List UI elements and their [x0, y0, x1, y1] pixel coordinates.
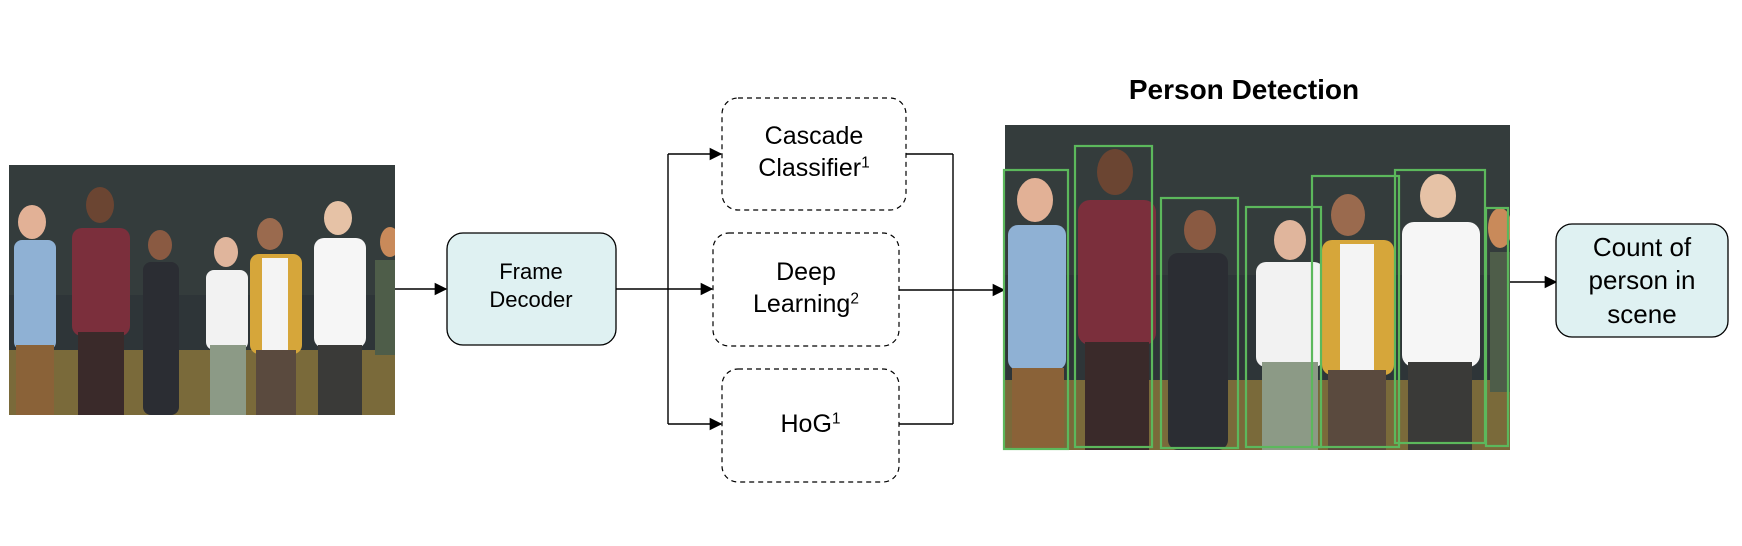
input-photo — [9, 165, 395, 415]
cascade-line2: Classifier — [758, 154, 862, 182]
deep-learning-line1: Deep — [776, 258, 836, 286]
hog-superscript: 1 — [831, 410, 841, 428]
detection-boxes — [1002, 144, 1510, 451]
people-group-left — [14, 187, 395, 415]
fork-connectors — [616, 147, 723, 431]
count-box — [1555, 223, 1729, 338]
deep-learning-superscript: 2 — [850, 290, 859, 308]
diagram-title: Person Detection — [1128, 74, 1360, 105]
detection-box — [1159, 196, 1240, 450]
deep-learning-label: Deep Learning2 — [713, 256, 899, 320]
detection-box — [1484, 206, 1510, 448]
detection-box — [1310, 174, 1401, 449]
deep-learning-line2: Learning — [753, 290, 851, 318]
cascade-classifier-label: Cascade Classifier1 — [722, 120, 906, 184]
detection-box — [1073, 144, 1154, 449]
merge-connectors — [899, 153, 1006, 425]
hog-label: HoG1 — [722, 408, 899, 440]
detection-box — [1244, 205, 1323, 449]
hog-text: HoG — [780, 410, 832, 438]
frame-decoder-label: Frame Decoder — [489, 259, 573, 313]
cascade-line1: Cascade — [764, 122, 864, 150]
detection-photo — [1005, 125, 1510, 450]
people-group-right — [1008, 149, 1510, 450]
cascade-superscript: 1 — [861, 154, 870, 172]
detection-box — [1002, 168, 1070, 451]
count-label: Count of person in scene — [1588, 232, 1696, 329]
hog-box — [721, 368, 900, 483]
